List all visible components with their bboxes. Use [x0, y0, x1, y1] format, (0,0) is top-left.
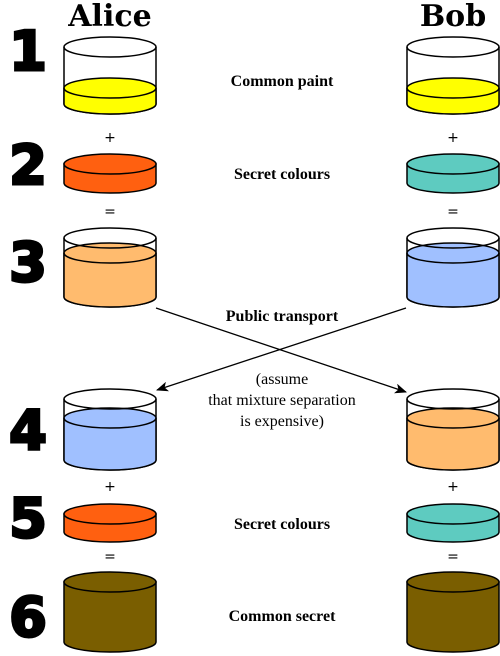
alice-can-common-paint	[63, 36, 157, 115]
label-backing	[212, 305, 352, 325]
alice-can-received-mixture	[63, 388, 157, 471]
step-number-4: 4	[9, 399, 47, 462]
alice-name: Alice	[67, 0, 151, 34]
step-number-1: 1	[9, 20, 47, 83]
step-number-5: 5	[9, 487, 47, 550]
alice-can-common-secret	[63, 571, 157, 653]
arrow-bob-to-alice	[156, 307, 407, 392]
arrow-alice-to-bob	[155, 307, 407, 394]
note-line-3: is expensive)	[240, 413, 324, 430]
bob-name: Bob	[420, 0, 486, 34]
step-number-2: 2	[9, 134, 47, 197]
label-secret-colours-bottom: Secret colours	[234, 516, 330, 533]
step-number-6: 6	[9, 586, 47, 649]
equals-sign: =	[447, 549, 459, 565]
label-common-secret: Common secret	[229, 608, 336, 625]
equals-sign: =	[104, 549, 116, 565]
alice-can-mixture	[63, 227, 157, 308]
label-public-transport: Public transport	[226, 308, 339, 325]
plus-sign: +	[447, 479, 459, 495]
alice-disc-secret-colour-2	[63, 503, 157, 543]
alice-disc-secret-colour	[63, 153, 157, 194]
step-number-3: 3	[9, 231, 47, 294]
bob-can-common-paint	[406, 36, 500, 115]
equals-sign: =	[447, 204, 459, 220]
label-secret-colours-top: Secret colours	[234, 166, 330, 183]
bob-can-mixture	[406, 227, 500, 308]
plus-sign: +	[104, 479, 116, 495]
bob-can-common-secret	[406, 571, 500, 653]
equals-sign: =	[104, 204, 116, 220]
plus-sign: +	[104, 130, 116, 146]
bob-disc-secret-colour-2	[406, 503, 500, 543]
note-line-1: (assume	[256, 371, 308, 388]
label-common-paint: Common paint	[231, 73, 334, 90]
plus-sign: +	[447, 130, 459, 146]
note-line-2: that mixture separation	[208, 392, 356, 409]
bob-can-received-mixture	[406, 388, 500, 471]
bob-disc-secret-colour	[406, 153, 500, 194]
